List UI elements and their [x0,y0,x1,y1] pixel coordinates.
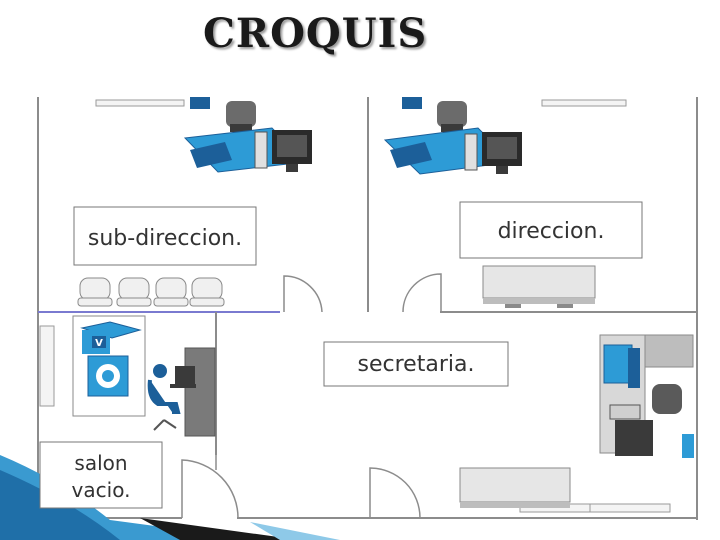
phone-icon [402,97,422,109]
door-salon [181,459,239,519]
door-direccion [402,273,442,313]
door-entrance [369,467,421,519]
computer-icon [254,130,312,172]
label-subdireccion: sub-direccion. [73,206,257,266]
chair-icon [116,277,152,307]
label-direccion: direccion. [459,201,643,259]
right-workstation [599,334,694,458]
direccion-table [482,265,596,308]
room-label-line1: salon [74,451,127,475]
computer-icon [464,132,522,174]
room-label: direccion. [498,219,605,244]
room-label: secretaria. [358,352,475,377]
direccion-furniture [383,97,522,175]
chair-icon [652,384,682,414]
monitor-icon [175,366,195,384]
monitor-icon [615,420,653,456]
label-secretaria: secretaria. [323,341,509,387]
room-label: sub-direccion. [88,226,242,251]
page-title: CROQUIS [203,10,428,57]
room-label-line2: vacio. [72,478,131,502]
person-icon [147,364,181,431]
waiting-chairs [77,277,225,307]
chair-icon [77,277,113,307]
chair-icon [153,277,189,307]
windows [39,99,671,513]
keyboard-icon [609,404,641,420]
doors [181,273,442,519]
chair-icon [189,277,225,307]
door-subdireccion [283,275,323,313]
phone-icon [190,97,210,109]
secretaria-workstation [147,347,216,437]
chair-icon [226,101,256,132]
subdireccion-furniture [183,97,312,173]
desk-icon [383,127,514,175]
label-salon: salon vacio. [39,441,163,509]
printer-badge: V [95,338,103,349]
computer-icon [603,344,640,388]
entrance-table [459,467,571,508]
walls [37,97,698,520]
copier: V [72,315,146,417]
chair-icon [437,101,467,132]
phone-icon [682,434,694,458]
